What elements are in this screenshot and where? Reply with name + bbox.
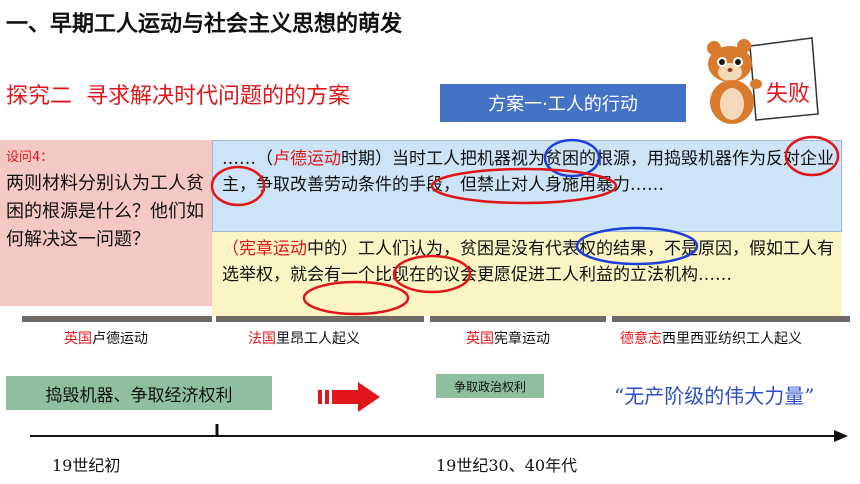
material1-highlight: 卢德运动 bbox=[273, 149, 341, 169]
photo-silesia bbox=[612, 316, 850, 322]
fail-label: 失败 bbox=[766, 82, 811, 107]
caption-chartist: 英国宪章运动 bbox=[466, 331, 550, 347]
power-quote: “无产阶级的伟大力量” bbox=[614, 384, 815, 408]
right-arrow-icon bbox=[318, 382, 380, 412]
material1-text: ……（卢德运动时期）当时工人把机器视为贫困的根源，用捣毁机器作为反对企业主，争取… bbox=[222, 146, 834, 198]
material2-body: 中的）工人们认为，贫困是没有代表权的结果，不是原因，假如工人有选举权，就会有一个… bbox=[222, 239, 834, 285]
material2-highlight: 宪章运动 bbox=[239, 239, 307, 259]
material1-prefix: ……（ bbox=[222, 149, 273, 169]
photo-lyon bbox=[216, 316, 424, 322]
material2-prefix: （ bbox=[222, 239, 239, 259]
page-title: 一、早期工人运动与社会主义思想的萌发 bbox=[6, 12, 403, 37]
photo-chartist bbox=[430, 316, 606, 322]
caption-lyon: 法国里昂工人起义 bbox=[248, 331, 360, 347]
timeline bbox=[30, 424, 848, 442]
material2-text: （宪章运动中的）工人们认为，贫困是没有代表权的结果，不是原因，假如工人有选举权，… bbox=[222, 236, 834, 288]
section-subtitle: 探究二寻求解决时代问题的的方案 bbox=[6, 78, 350, 110]
timeline-label-later: 19世纪30、40年代 bbox=[436, 456, 578, 475]
question-box bbox=[0, 140, 212, 306]
caption-silesia: 德意志西里西亚纺织工人起义 bbox=[620, 331, 802, 347]
hamster-holding-sign-icon bbox=[707, 37, 819, 124]
economic-rights-label: 捣毁机器、争取经济权利 bbox=[6, 376, 272, 410]
photo-luddite bbox=[22, 316, 212, 322]
question-text: 两则材料分别认为工人贫困的根源是什么？他们如何解决这一问题？ bbox=[6, 173, 204, 250]
timeline-label-early: 19世纪初 bbox=[52, 456, 121, 475]
subtitle-part1: 探究二 bbox=[6, 84, 73, 109]
subtitle-part2: 寻求解决时代问题的的方案 bbox=[86, 84, 351, 109]
plan-label-box: 方案一·工人的行动 bbox=[440, 84, 686, 122]
question-label: 设问4： bbox=[6, 150, 54, 165]
political-rights-label: 争取政治权利 bbox=[436, 374, 544, 398]
caption-luddite: 英国卢德运动 bbox=[64, 331, 148, 347]
